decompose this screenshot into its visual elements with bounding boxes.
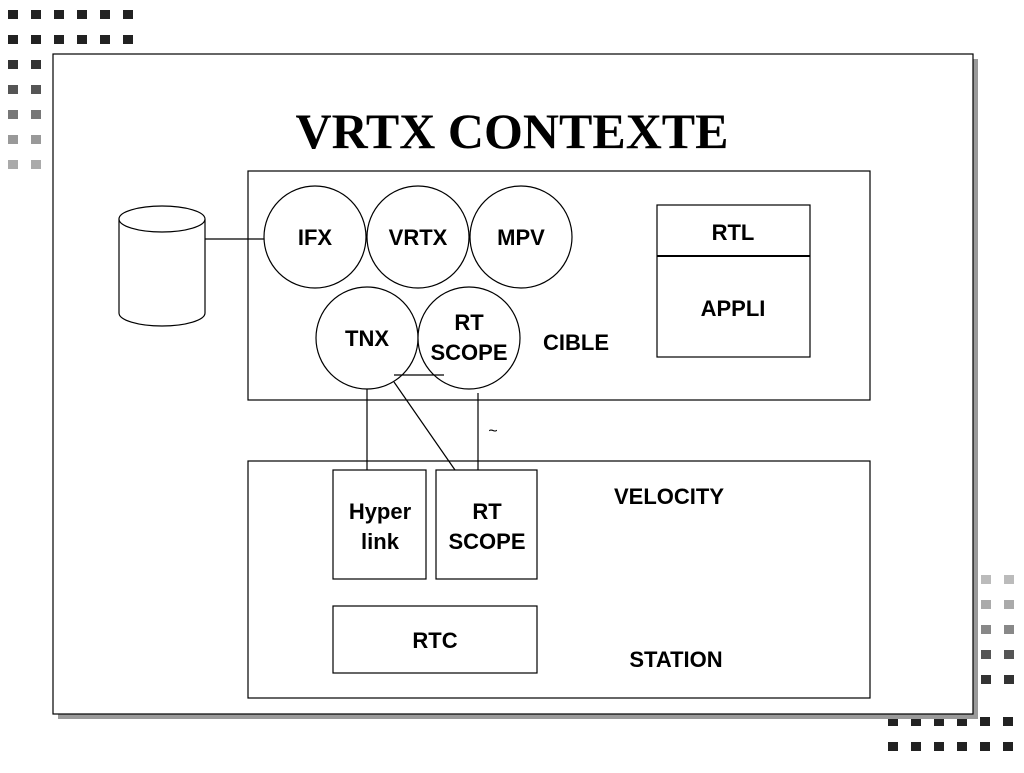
decorative-square xyxy=(8,35,18,44)
tnx-module: TNX xyxy=(315,286,419,390)
decorative-square xyxy=(888,742,898,751)
decorative-square xyxy=(100,10,110,19)
decorative-square xyxy=(981,600,991,609)
vrtx-label: VRTX xyxy=(389,225,448,250)
hyperlink-label-line1: Hyper xyxy=(349,499,412,524)
decorative-square xyxy=(1004,600,1014,609)
mpv-module: MPV xyxy=(469,185,573,289)
decorative-square xyxy=(31,60,41,69)
decorative-square xyxy=(31,35,41,44)
decorative-square xyxy=(77,35,87,44)
slide-title: VRTX CONTEXTE xyxy=(295,103,728,159)
decorative-square xyxy=(981,650,991,659)
decorative-square xyxy=(1004,675,1014,684)
decorative-square xyxy=(123,35,133,44)
decorative-square xyxy=(911,742,921,751)
target-box xyxy=(247,170,871,401)
decorative-square xyxy=(1003,742,1013,751)
host-box xyxy=(247,460,871,699)
decorative-square xyxy=(77,10,87,19)
mpv-label: MPV xyxy=(497,225,545,250)
target-rtscope-module: RT SCOPE xyxy=(417,286,521,390)
decorative-square xyxy=(981,625,991,634)
decorative-square xyxy=(31,10,41,19)
hyperlink-label-line2: link xyxy=(361,529,400,554)
decorative-square xyxy=(981,675,991,684)
decorative-square xyxy=(1004,575,1014,584)
decorative-square xyxy=(31,85,41,94)
decorative-square xyxy=(123,10,133,19)
decorative-square xyxy=(980,742,990,751)
decorative-square xyxy=(8,160,18,169)
decorative-square xyxy=(31,160,41,169)
rtl-label: RTL xyxy=(712,220,755,245)
appli-label: APPLI xyxy=(701,296,766,321)
rtc-label: RTC xyxy=(412,628,457,653)
decorative-square xyxy=(8,10,18,19)
rtc-box: RTC xyxy=(332,605,538,674)
decorative-square xyxy=(888,717,898,726)
decorative-square xyxy=(957,742,967,751)
decorative-square xyxy=(1003,717,1013,726)
decorative-pattern-bottom-right xyxy=(888,575,1014,751)
host-rtscope-label-line1: RT xyxy=(472,499,502,524)
decorative-square xyxy=(8,135,18,144)
tnx-rtscope-connector xyxy=(393,381,456,471)
vrtx-module: VRTX xyxy=(366,185,470,289)
decorative-square xyxy=(100,35,110,44)
connector-symbol: ~ xyxy=(488,423,497,440)
target-rtscope-label-line2: SCOPE xyxy=(430,340,507,365)
decorative-square xyxy=(31,110,41,119)
ifx-module: IFX xyxy=(263,185,367,289)
decorative-square xyxy=(54,35,64,44)
decorative-square xyxy=(1004,650,1014,659)
decorative-square xyxy=(980,717,990,726)
decorative-square xyxy=(31,135,41,144)
station-label: STATION xyxy=(629,647,722,672)
decorative-square xyxy=(8,110,18,119)
decorative-square xyxy=(911,717,921,726)
decorative-square xyxy=(8,60,18,69)
slide-frame xyxy=(52,53,974,715)
decorative-square xyxy=(8,85,18,94)
decorative-square xyxy=(934,717,944,726)
target-label: CIBLE xyxy=(543,330,609,355)
application-box: RTL APPLI xyxy=(656,204,811,358)
decorative-square xyxy=(957,717,967,726)
decorative-square xyxy=(54,10,64,19)
decorative-square xyxy=(981,575,991,584)
velocity-label: VELOCITY xyxy=(614,484,724,509)
decorative-square xyxy=(934,742,944,751)
tnx-label: TNX xyxy=(345,326,389,351)
host-rtscope-box: RT SCOPE xyxy=(435,469,538,580)
database-icon xyxy=(118,205,206,327)
target-rtscope-label-line1: RT xyxy=(454,310,484,335)
decorative-pattern-top-left xyxy=(8,10,133,169)
hyperlink-box: Hyper link xyxy=(332,469,427,580)
decorative-square xyxy=(1004,625,1014,634)
ifx-label: IFX xyxy=(298,225,333,250)
host-rtscope-label-line2: SCOPE xyxy=(448,529,525,554)
